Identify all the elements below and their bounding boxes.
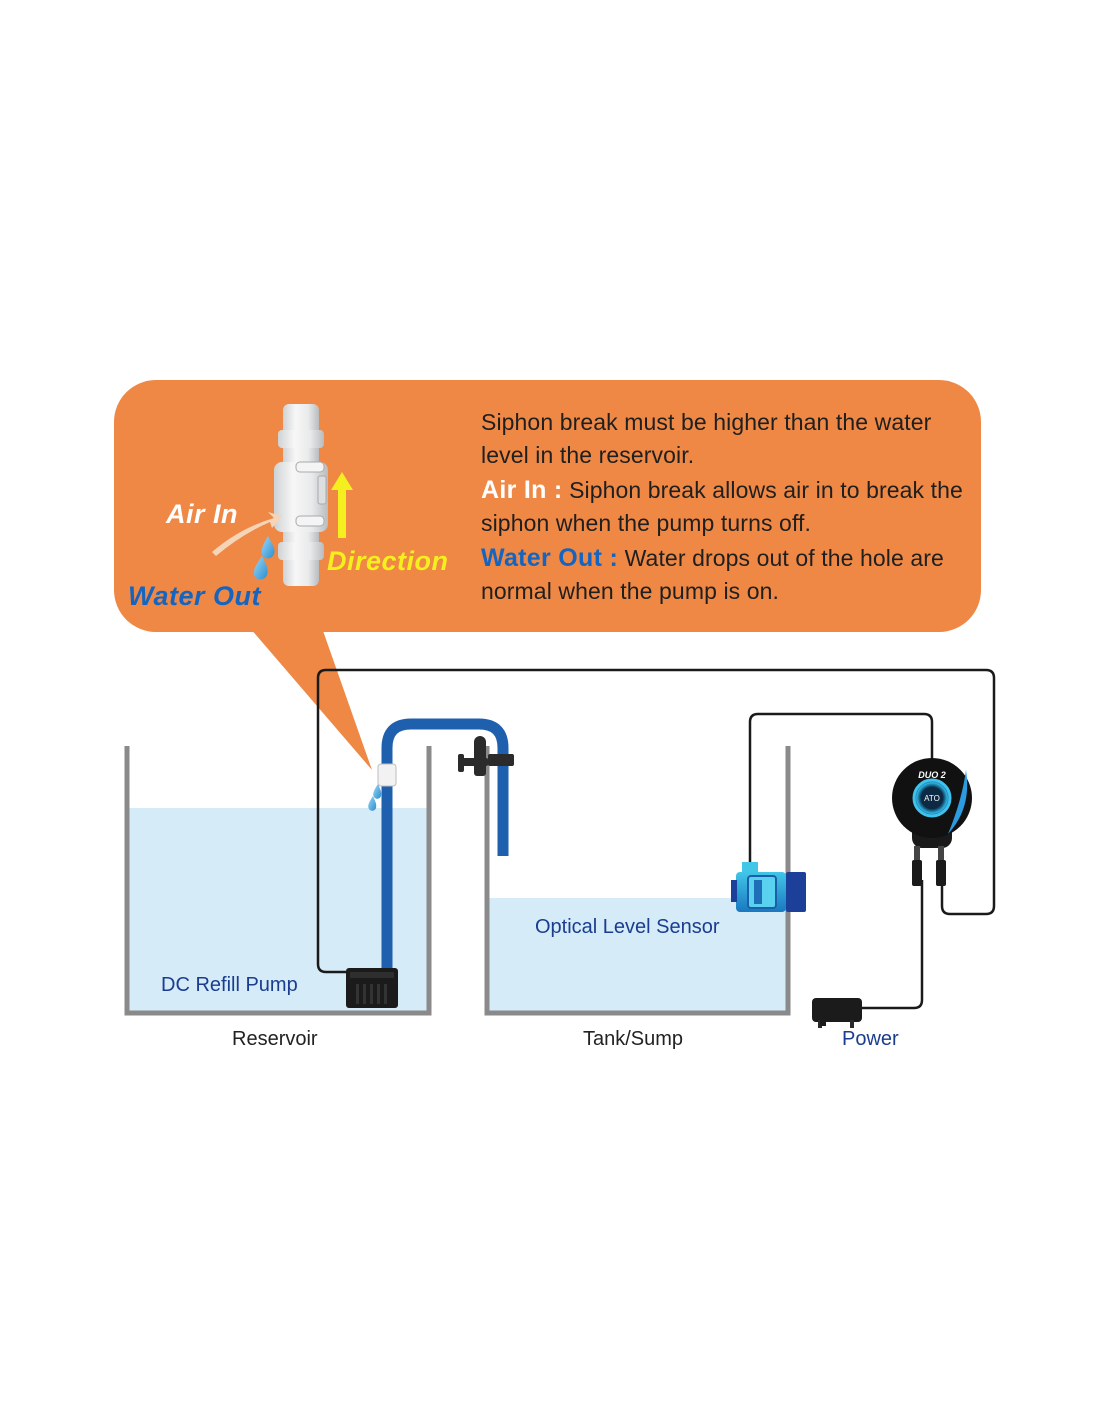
- tank-sump-label: Tank/Sump: [583, 1028, 684, 1050]
- callout-bubble: [114, 380, 981, 770]
- siphon-tube: [381, 718, 509, 968]
- air-in-arrow-icon: [212, 512, 282, 556]
- tube-clip: [458, 736, 514, 776]
- air-in-label: Air In: [166, 499, 239, 529]
- controller-ring-label: ATO: [924, 794, 940, 803]
- siphon-break-fitting: [377, 763, 397, 787]
- reservoir-label: Reservoir: [232, 1028, 318, 1050]
- water-drop-icon: [261, 536, 275, 559]
- water-drop-icon: [373, 784, 382, 799]
- controller-brand: DUO 2: [918, 770, 946, 780]
- optical-level-sensor: [731, 862, 806, 912]
- dc-refill-pump: [346, 968, 398, 1008]
- power-label: Power: [842, 1028, 899, 1050]
- tank-sump-container: [484, 746, 791, 1016]
- air-in-description: Siphon break allows air in to break the …: [481, 477, 963, 536]
- air-in-term: Air In :: [481, 476, 563, 504]
- water-out-label: Water Out: [128, 581, 262, 611]
- water-drop-icon: [368, 796, 377, 811]
- siphon-break-fitting-illustration: [274, 404, 328, 586]
- water-out-term: Water Out :: [481, 544, 619, 572]
- optical-level-sensor-label: Optical Level Sensor: [535, 916, 720, 938]
- callout-line-1: Siphon break must be higher than the wat…: [481, 409, 932, 468]
- duo2-controller: [892, 758, 972, 886]
- direction-label: Direction: [327, 546, 449, 576]
- water-out-description: Water drops out of the hole are normal w…: [481, 545, 944, 604]
- water-drop-icon: [253, 556, 268, 580]
- callout-text: Siphon break must be higher than the wat…: [481, 406, 981, 607]
- power-adapter: [812, 998, 862, 1028]
- dc-refill-pump-label: DC Refill Pump: [161, 974, 298, 996]
- direction-arrow-icon: [331, 472, 353, 538]
- wiring: [316, 668, 996, 1010]
